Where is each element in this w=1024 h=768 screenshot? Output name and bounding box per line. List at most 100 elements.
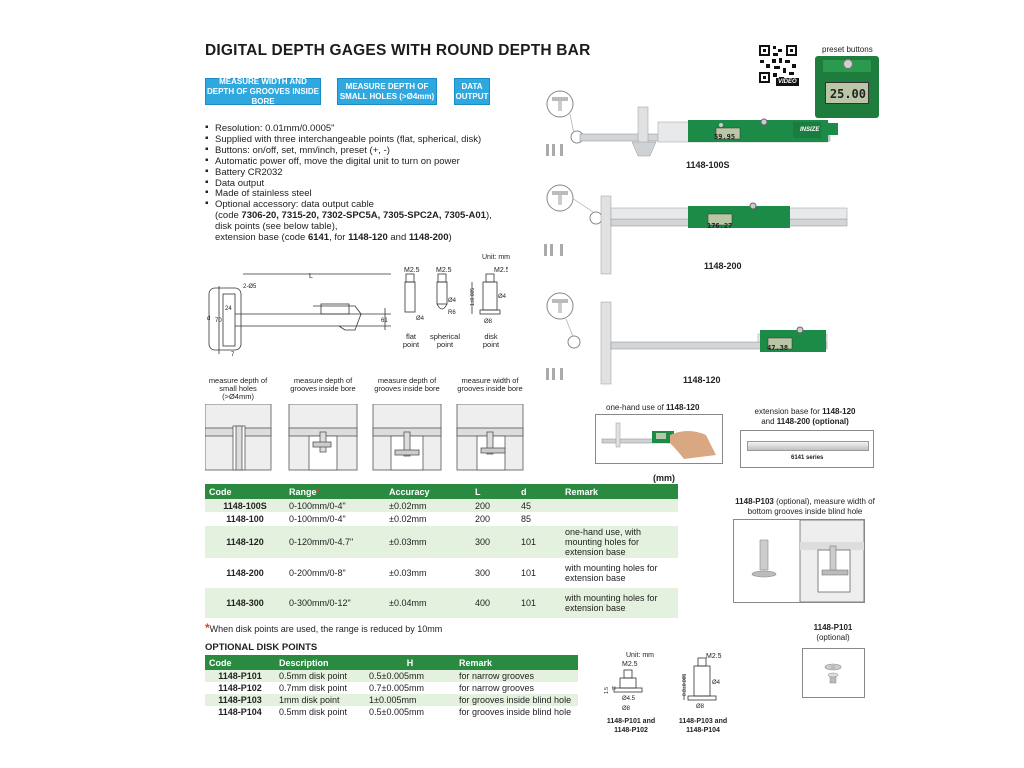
disk-header-h: H <box>365 655 455 670</box>
disk-dim-h: H <box>612 686 616 692</box>
feature-steel: Made of stainless steel <box>205 188 535 200</box>
gage-technical-drawing: L 2-Ø5 d 70 24 61 7 <box>207 273 391 358</box>
spec-header-range: Range* <box>285 484 385 499</box>
feature-disk-points: disk points (see below table), <box>215 221 338 233</box>
one-hand-photo <box>595 414 723 464</box>
dim-h1: 1±0.005 <box>470 288 476 306</box>
spec-header-remark: Remark <box>561 484 678 499</box>
feature-resolution: Resolution: 0.01mm/0.0005" <box>205 123 535 135</box>
disk-dim-d45: Ø4.5 <box>622 696 636 702</box>
display-1148-100s: 59.95 <box>714 133 736 141</box>
feature-buttons: Buttons: on/off, set, mm/inch, preset (+… <box>205 145 535 157</box>
qr-code[interactable]: VIDEO <box>758 44 799 92</box>
use-label-grooves-1: measure depth of grooves inside bore <box>290 376 356 393</box>
dim-L: L <box>309 273 313 280</box>
gage-1148-200-photo <box>544 184 848 275</box>
spec-header-l: L <box>471 484 517 499</box>
p101-illustration <box>802 648 865 698</box>
model-label-1148-200: 1148-200 <box>704 261 742 271</box>
extension-base-photo: 6141 series <box>740 430 874 468</box>
disk-header-description: Description <box>275 655 365 670</box>
p101-caption: 1148-P101(optional) <box>813 623 853 642</box>
gage-1148-100s-photo <box>546 90 838 157</box>
disk-unit-label: Unit: mm <box>626 652 654 659</box>
preset-button-icon <box>843 59 853 69</box>
disk-point-label: disk point <box>482 332 500 349</box>
spec-unit: (mm) <box>653 473 675 483</box>
display-1148-120: 47.38 <box>767 344 789 352</box>
dim-d4-disk: Ø4 <box>498 294 507 300</box>
feature-cable-codes: (code 7306-20, 7315-20, 7302-SPC5A, 7305… <box>215 210 492 222</box>
dim-d4-flat: Ø4 <box>416 316 425 322</box>
preset-display: 25.00 <box>825 82 869 104</box>
video-badge: VIDEO <box>776 78 799 86</box>
footnote: *When disk points are used, the range is… <box>205 621 443 635</box>
spec-header-accuracy: Accuracy <box>385 484 471 499</box>
dim-2-d5: 2-Ø5 <box>243 284 257 290</box>
dim-7: 7 <box>231 352 235 358</box>
use-diagrams <box>205 404 524 471</box>
dim-m25-flat: M2.5 <box>404 267 420 274</box>
p103-illustration <box>733 519 865 603</box>
use-label-grooves-2: measure depth of grooves inside bore <box>374 376 440 393</box>
feature-optional: Optional accessory: data output cable <box>205 199 535 211</box>
feature-power-off: Automatic power off, move the digital un… <box>205 156 535 168</box>
dim-70: 70 <box>215 318 222 324</box>
feature-list: Resolution: 0.01mm/0.0005" Supplied with… <box>205 123 535 244</box>
disk-dim-m25-b: M2.5 <box>706 653 722 660</box>
display-1148-200: 176.27 <box>707 222 733 230</box>
use-label-width: measure width of grooves inside bore <box>457 376 523 393</box>
dim-m25-disk: M2.5 <box>494 267 508 274</box>
dim-d8: Ø8 <box>484 319 493 325</box>
disk-dim-08: 0.8±0.005 <box>682 674 688 696</box>
disk-caption-p103-p104: 1148-P103 and 1148-P104 <box>678 718 728 734</box>
disk-point-drawings: M2.5 M2.5 Ø4.5 Ø8 Ø8 Ø4 1.5 H 0.8±0.005 <box>604 653 722 712</box>
dim-d: d <box>207 316 210 322</box>
p103-caption: 1148-P103 (optional), measure width of b… <box>735 497 875 516</box>
feature-data-output: Data output <box>205 178 535 190</box>
brand-logo: INSIZE <box>800 127 820 133</box>
spec-header-code: Code <box>205 484 285 499</box>
dim-24: 24 <box>225 306 232 312</box>
feature-points: Supplied with three interchangeable poin… <box>205 134 535 146</box>
unit-label: Unit: mm <box>482 254 510 261</box>
dim-d4-spherical: Ø4 <box>448 298 457 304</box>
use-label-small-holes: measure depth of small holes (>Ø4mm) <box>208 376 268 401</box>
preset-buttons-label: preset buttons <box>822 45 873 54</box>
page-title: DIGITAL DEPTH GAGES WITH ROUND DEPTH BAR <box>205 42 591 59</box>
feature-tag-grooves: MEASURE WIDTH AND DEPTH OF GROOVES INSID… <box>205 76 321 106</box>
disk-dim-d8-a: Ø8 <box>622 706 631 712</box>
one-hand-caption: one-hand use of 1148-120 <box>606 403 700 412</box>
model-label-1148-100s: 1148-100S <box>686 160 730 170</box>
feature-battery: Battery CR2032 <box>205 167 535 179</box>
dim-61: 61 <box>381 318 388 324</box>
flat-point-label: flat point <box>402 332 420 349</box>
feature-ext-base: extension base (code 6141, for 1148-120 … <box>215 232 452 244</box>
disk-dim-m25-a: M2.5 <box>622 661 638 668</box>
spec-table: Code Range* Accuracy L d Remark 1148-100… <box>205 484 678 618</box>
disk-header-remark: Remark <box>455 655 578 670</box>
dim-m25-spherical: M2.5 <box>436 267 452 274</box>
point-drawings: M2.5 M2.5 M2.5 Ø4 Ø4 R6 Ø4 Ø8 1±0.005 <box>404 267 508 325</box>
feature-tag-small-holes: MEASURE DEPTH OF SMALL HOLES (>Ø4mm) <box>337 78 437 105</box>
disk-dim-15: 1.5 <box>604 687 610 694</box>
dim-r6: R6 <box>448 310 456 316</box>
preset-buttons-photo: 25.00 <box>815 56 879 118</box>
disk-caption-p101-p102: 1148-P101 and 1148-P102 <box>606 718 656 734</box>
disk-dim-d4: Ø4 <box>712 680 721 686</box>
disk-dim-d8-b: Ø8 <box>696 704 705 710</box>
spec-header-d: d <box>517 484 561 499</box>
model-label-1148-120: 1148-120 <box>683 375 721 385</box>
feature-tag-data-output: DATA OUTPUT <box>454 78 490 105</box>
spherical-point-label: spherical point <box>429 332 460 349</box>
extension-base-series: 6141 series <box>791 455 824 461</box>
